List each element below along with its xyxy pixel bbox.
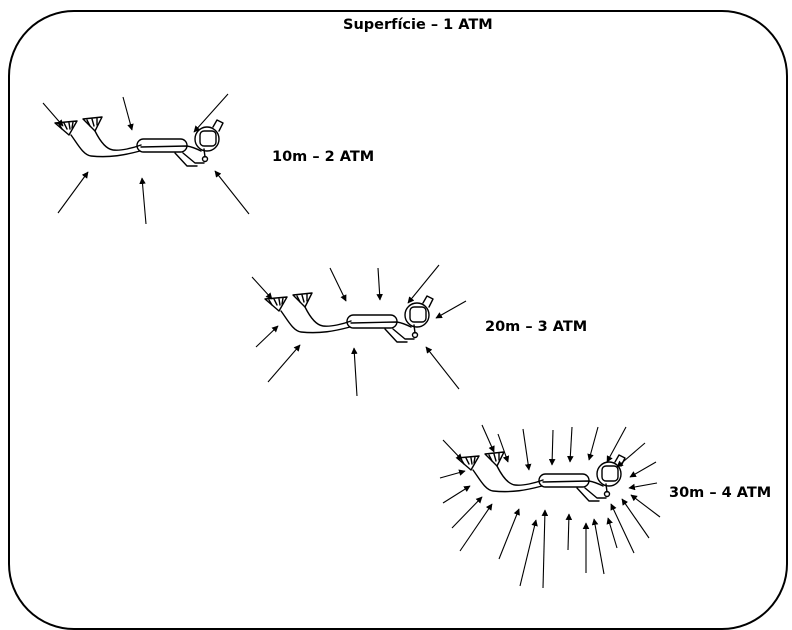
pressure-arrows-20m: [252, 265, 466, 396]
diver-20m: [265, 293, 433, 342]
pressure-arrows-30m: [440, 425, 660, 588]
pressure-illustration: [0, 0, 792, 617]
pressure-arrows-10m: [43, 94, 249, 224]
diver-10m: [55, 117, 223, 166]
diver-30m: [457, 452, 625, 501]
